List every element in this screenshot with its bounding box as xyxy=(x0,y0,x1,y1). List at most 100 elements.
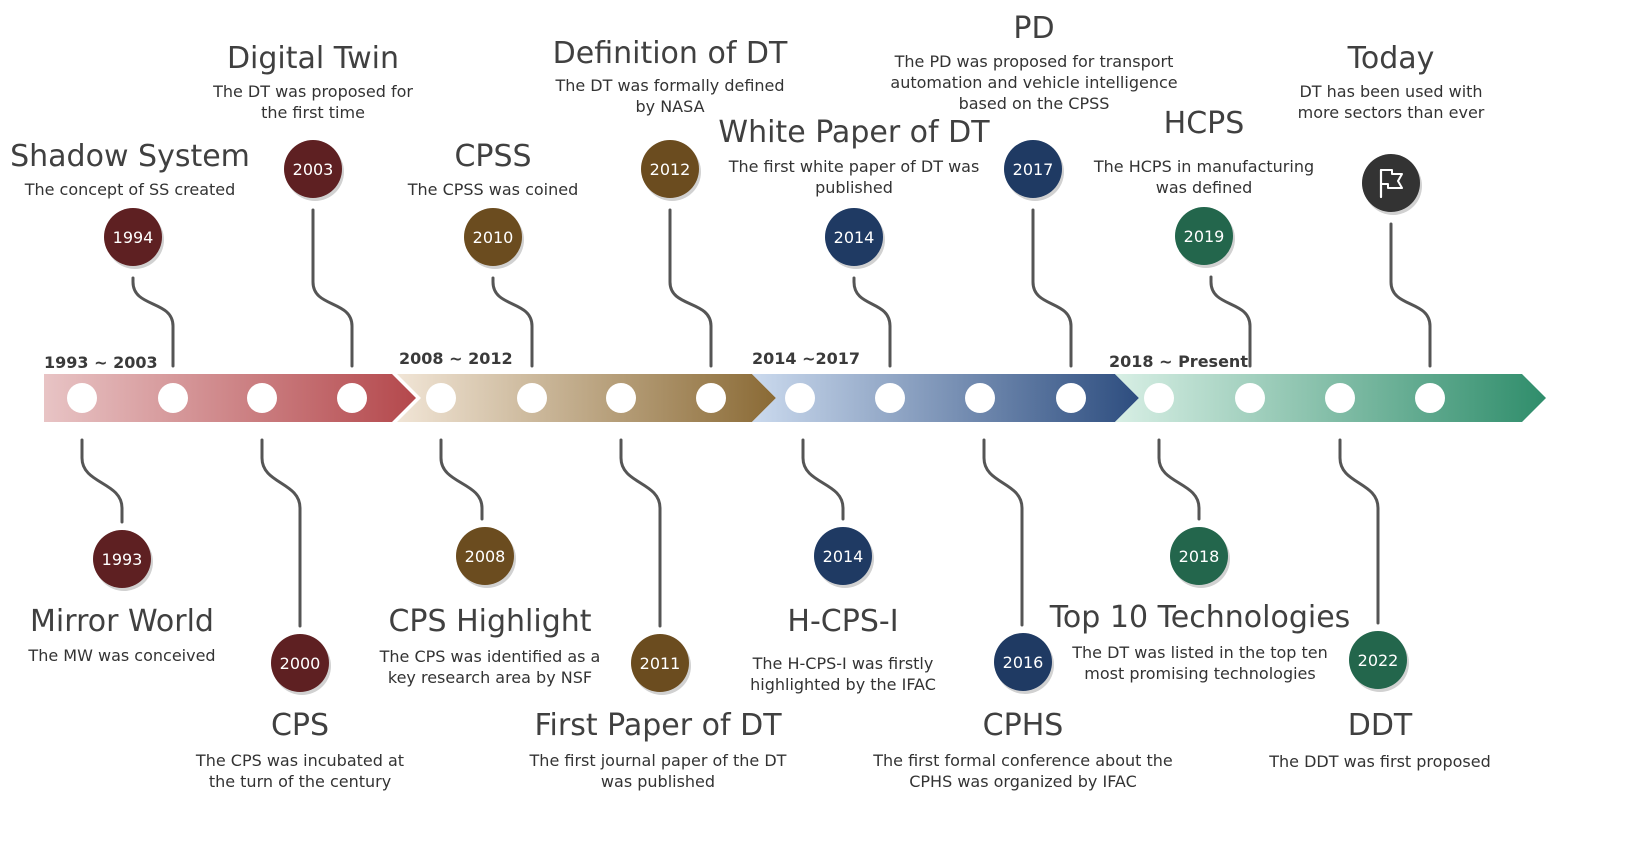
year-marker xyxy=(104,208,162,266)
year-label: 2014 xyxy=(834,228,875,247)
event-title: CPS Highlight xyxy=(388,604,591,639)
event-title: Definition of DT xyxy=(553,36,788,71)
event-description: key research area by NSF xyxy=(388,668,592,687)
year-marker xyxy=(284,140,342,198)
timeline-dot xyxy=(337,383,367,413)
period-label: 1993 ~ 2003 xyxy=(44,353,158,372)
event-description: The CPS was identified as a xyxy=(379,647,601,666)
event-title: H-CPS-I xyxy=(787,604,898,639)
timeline-dot xyxy=(67,383,97,413)
timeline-dot xyxy=(247,383,277,413)
event-connector xyxy=(260,438,302,628)
event-description: based on the CPSS xyxy=(959,94,1110,113)
year-marker xyxy=(93,530,151,588)
timeline-dot xyxy=(158,383,188,413)
timeline-dots xyxy=(67,383,1445,413)
event-description: was defined xyxy=(1156,178,1253,197)
event-title: CPHS xyxy=(983,708,1064,743)
event-connector xyxy=(439,438,484,521)
year-label: 2012 xyxy=(650,160,691,179)
timeline-segment xyxy=(44,374,416,422)
year-label: 2022 xyxy=(1358,651,1399,670)
year-marker xyxy=(1175,207,1233,265)
event-title: CPS xyxy=(271,708,329,743)
event-connector xyxy=(131,276,175,368)
event-cpss: 2010 CPSS The CPSS was coined xyxy=(407,139,579,269)
event-description: by NASA xyxy=(635,97,704,116)
year-label: 2010 xyxy=(473,228,514,247)
timeline-dot xyxy=(426,383,456,413)
year-marker xyxy=(814,527,872,585)
event-description: The first white paper of DT was xyxy=(728,157,980,176)
year-marker xyxy=(631,634,689,692)
year-marker xyxy=(464,208,522,266)
year-marker xyxy=(1349,631,1407,689)
event-connector xyxy=(80,438,124,524)
event-description: The CPSS was coined xyxy=(407,180,579,199)
event-title: Today xyxy=(1347,41,1435,76)
year-marker xyxy=(1004,140,1062,198)
event-description: highlighted by the IFAC xyxy=(750,675,936,694)
year-marker xyxy=(825,208,883,266)
event-description: The first journal paper of the DT xyxy=(529,751,787,770)
event-description: published xyxy=(815,178,893,197)
year-label: 2011 xyxy=(640,654,681,673)
connectors xyxy=(80,208,1432,628)
period-label: 2018 ~ Present xyxy=(1109,352,1248,371)
event-description: The first formal conference about the xyxy=(872,751,1172,770)
event-description: DT has been used with xyxy=(1299,82,1482,101)
event-description: The H-CPS-I was firstly xyxy=(752,654,934,673)
event-description: The DT was proposed for xyxy=(212,82,413,101)
event-title: Digital Twin xyxy=(227,41,399,76)
year-marker xyxy=(1170,527,1228,585)
year-label: 2019 xyxy=(1184,227,1225,246)
year-marker xyxy=(994,633,1052,691)
event-description: the first time xyxy=(261,103,365,122)
event-connector xyxy=(1157,438,1201,521)
event-definition-of-dt: 2012 Definition of DT The DT was formally … xyxy=(553,36,788,201)
timeline-dot xyxy=(1325,383,1355,413)
event-title: CPSS xyxy=(454,139,531,174)
timeline-dot xyxy=(696,383,726,413)
event-description: The CPS was incubated at xyxy=(195,751,404,770)
event-description: more sectors than ever xyxy=(1298,103,1485,122)
event-description: The DDT was first proposed xyxy=(1268,752,1490,771)
year-label: 2018 xyxy=(1179,547,1220,566)
event-description: was published xyxy=(601,772,715,791)
year-label: 2000 xyxy=(280,654,321,673)
year-label: 2014 xyxy=(823,547,864,566)
timeline-dot xyxy=(606,383,636,413)
event-description: The HCPS in manufacturing xyxy=(1093,157,1314,176)
event-connector xyxy=(491,276,534,368)
year-label: 1993 xyxy=(102,550,143,569)
year-marker xyxy=(641,140,699,198)
event-connector xyxy=(668,208,713,368)
flag-icon xyxy=(1379,168,1403,199)
event-title: PD xyxy=(1013,11,1054,46)
event-description: The DT was formally defined xyxy=(554,76,784,95)
event-connector xyxy=(852,276,892,368)
timeline-dot xyxy=(785,383,815,413)
period-label: 2014 ~2017 xyxy=(752,349,860,368)
event-connector xyxy=(619,438,662,628)
event-description: most promising technologies xyxy=(1084,664,1315,683)
event-title: Shadow System xyxy=(10,139,250,174)
year-label: 2003 xyxy=(293,160,334,179)
event-description: CPHS was organized by IFAC xyxy=(909,772,1137,791)
event-connector xyxy=(1389,222,1432,368)
event-title: DDT xyxy=(1348,708,1413,743)
event-connector xyxy=(982,438,1024,627)
event-title: Top 10 Technologies xyxy=(1049,600,1351,635)
event-description: automation and vehicle intelligence xyxy=(890,73,1177,92)
event-description: The concept of SS created xyxy=(24,180,236,199)
event-connector xyxy=(1209,275,1252,368)
year-label: 1994 xyxy=(113,228,154,247)
event-title: HCPS xyxy=(1164,106,1245,141)
